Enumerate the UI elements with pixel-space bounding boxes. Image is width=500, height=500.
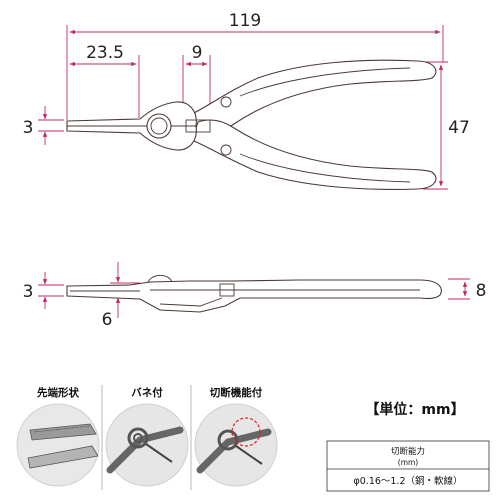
dim-side-handle-thickness: 8 xyxy=(476,281,487,301)
pivot-inner xyxy=(150,117,168,135)
feature-cutter: 切断機能付 xyxy=(194,386,278,487)
rivet-lower xyxy=(220,144,232,156)
cutter-handle xyxy=(196,428,272,474)
rivet-upper xyxy=(220,96,232,108)
unit-label: 【単位：mm】 xyxy=(365,401,464,418)
side-view: 3 6 8 xyxy=(23,262,487,330)
tip-shape-closeup-icon xyxy=(16,403,100,487)
spring-handle xyxy=(106,426,184,474)
cutter-coil-outer xyxy=(217,429,239,451)
capacity-heading: 切断能力 xyxy=(391,446,425,457)
upper-handle xyxy=(191,59,437,133)
side-spring xyxy=(159,297,223,307)
dim-open-width: 47 xyxy=(448,118,470,138)
feature-label-tip-shape: 先端形状 xyxy=(37,386,79,399)
pivot-outer xyxy=(146,113,172,139)
side-pivot-bump xyxy=(147,274,173,284)
spring-arm xyxy=(145,443,173,463)
pliers-side-drawing xyxy=(66,274,442,313)
dim-tip-length: 23.5 xyxy=(86,43,124,63)
lower-jaw xyxy=(66,125,197,151)
feature-spring: バネ付 xyxy=(105,386,189,487)
pliers-top-drawing xyxy=(66,59,437,190)
upper-jaw xyxy=(66,101,197,127)
dim-tip-width: 3 xyxy=(23,118,34,138)
capacity-unit: (mm) xyxy=(398,458,419,467)
tip-lower-jaw xyxy=(27,445,99,469)
side-body xyxy=(66,279,442,313)
cutter-highlight-circle xyxy=(231,417,261,447)
dim-side-offset: 6 xyxy=(102,310,113,330)
spring-coil-inner xyxy=(133,433,143,443)
capacity-table-border xyxy=(326,440,490,492)
side-rivet xyxy=(219,283,235,297)
feature-tip-shape: 先端形状 xyxy=(16,386,100,487)
spring-coil-outer xyxy=(127,427,149,449)
tip-serration xyxy=(33,425,91,433)
lower-handle xyxy=(191,119,437,190)
capacity-table: 切断能力 (mm) φ0.16～1.2（銅・軟線） xyxy=(326,440,490,492)
cutter-arm xyxy=(235,445,263,465)
dim-joint-width: 9 xyxy=(192,43,203,63)
feature-label-spring: バネ付 xyxy=(131,386,163,399)
lower-handle-grip-line xyxy=(239,153,411,183)
tip-upper-jaw xyxy=(29,423,97,441)
joint-plate xyxy=(185,119,211,133)
top-view: 119 23.5 9 3 47 xyxy=(23,11,470,190)
capacity-value: φ0.16～1.2（銅・軟線） xyxy=(353,475,462,487)
feature-label-cutter: 切断機能付 xyxy=(210,386,263,399)
dim-side-tip-thickness: 3 xyxy=(23,282,34,302)
upper-handle-grip-line xyxy=(239,67,411,97)
dim-overall-length: 119 xyxy=(229,11,261,31)
